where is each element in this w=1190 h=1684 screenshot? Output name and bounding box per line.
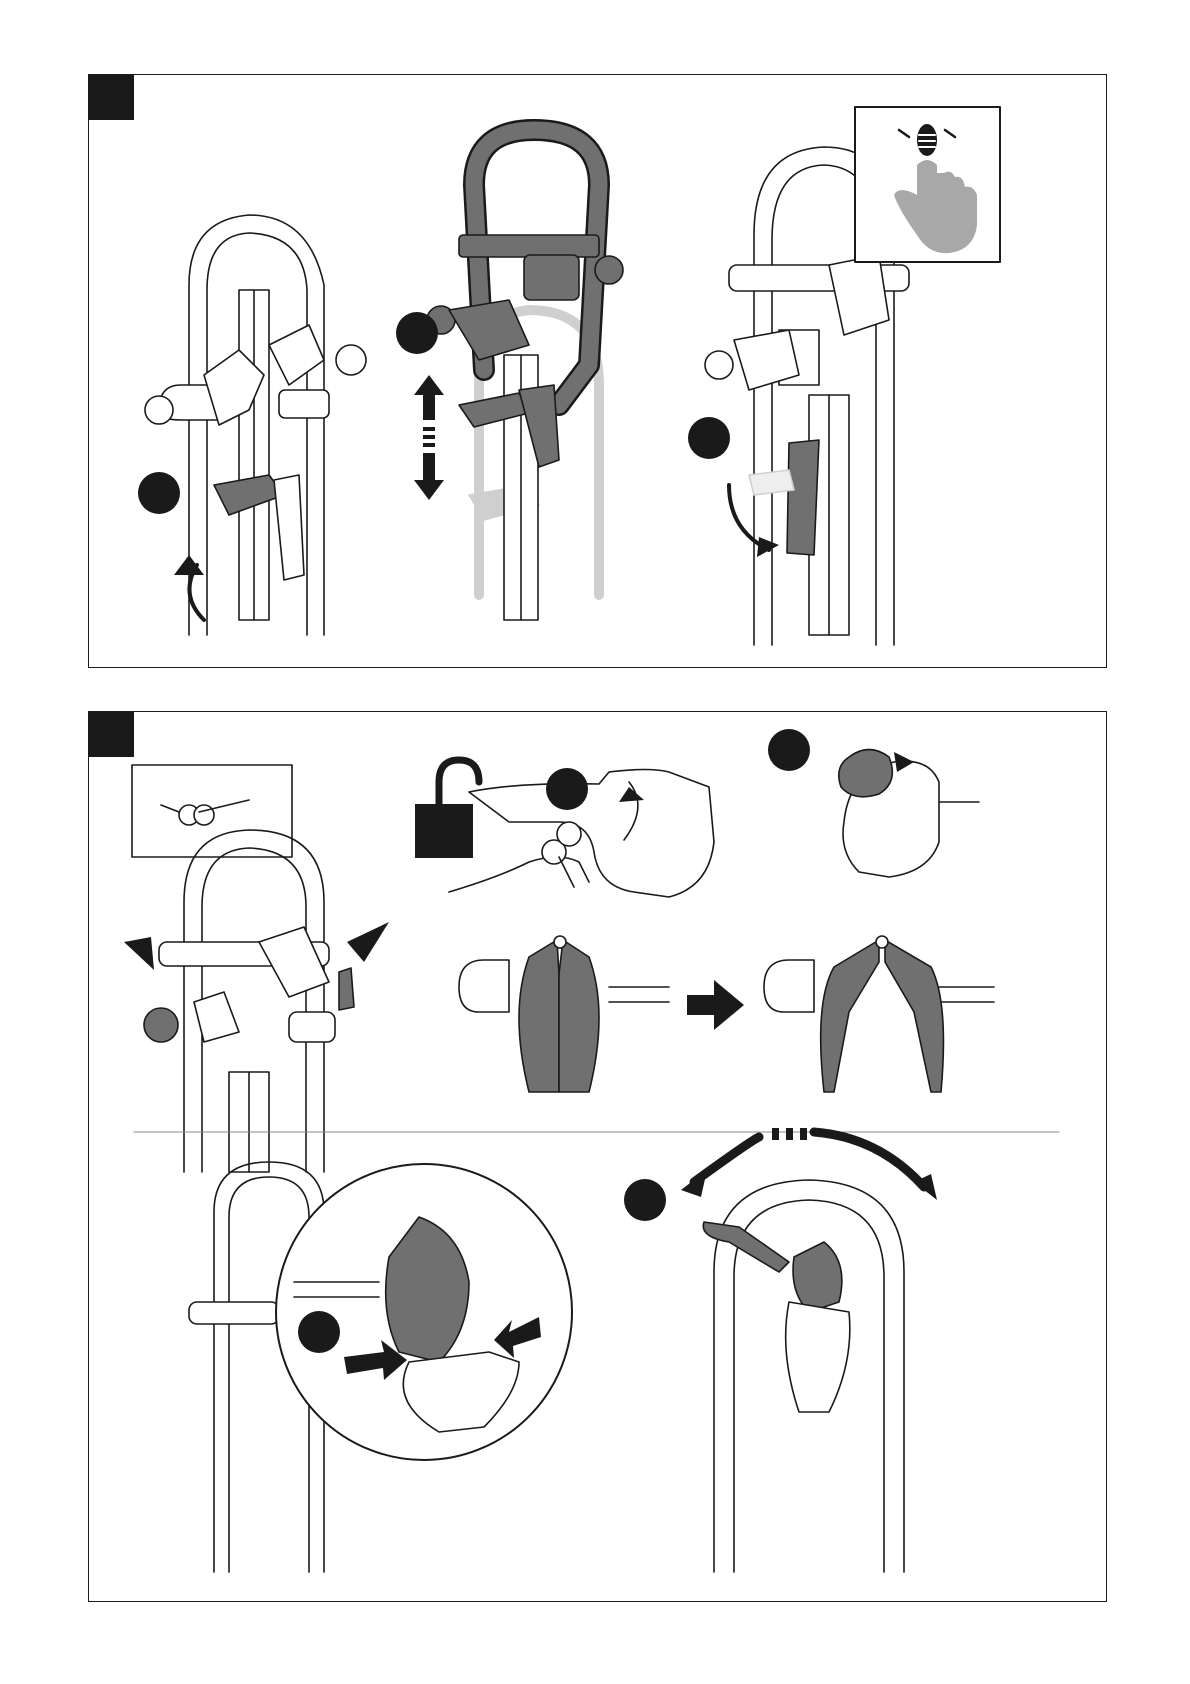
finger-press-inset — [855, 107, 1000, 262]
scene-slide-arm — [427, 130, 623, 620]
callout-marker — [546, 768, 588, 810]
callout-marker — [768, 729, 810, 771]
bottom-illustrations — [89, 712, 1108, 1603]
scene-clamp-open — [764, 936, 994, 1092]
scene-carrier-overview — [144, 830, 354, 1172]
keys-inset — [132, 765, 292, 857]
panel-bottom — [88, 711, 1107, 1602]
callout-marker — [688, 417, 730, 459]
callout-marker — [396, 312, 438, 354]
scene-fold-foot-up-arrow — [174, 555, 204, 575]
scene-swing-arm — [703, 1180, 904, 1572]
scene-turn-knob — [839, 750, 979, 878]
double-arrow-up-down — [414, 375, 444, 500]
callout-marker — [138, 472, 180, 514]
callout-marker — [298, 1311, 340, 1353]
unlocked-padlock-icon — [415, 760, 479, 858]
panel-top — [88, 74, 1107, 668]
right-arrow-icon — [687, 980, 744, 1030]
scene-clamp-closed — [459, 936, 669, 1092]
top-illustrations — [89, 75, 1108, 669]
scene-fold-foot-down-arrow — [757, 537, 779, 557]
swing-arc-arrow — [694, 1132, 924, 1187]
callout-marker — [624, 1179, 666, 1221]
